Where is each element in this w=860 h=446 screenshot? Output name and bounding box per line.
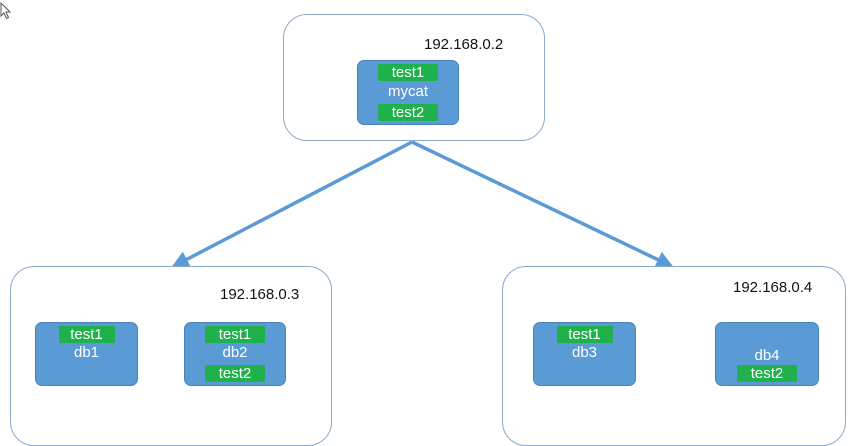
node-db4: db4 test2 <box>715 322 819 386</box>
tag-test1: test1 <box>205 326 265 343</box>
tag-test1: test1 <box>556 326 613 343</box>
node-mycat: test1 mycat test2 <box>357 60 459 125</box>
node-label-mycat: mycat <box>387 83 428 100</box>
mouse-cursor-icon <box>0 2 12 20</box>
tag-test2: test2 <box>205 365 265 382</box>
arrow-to-host-03 <box>171 140 413 268</box>
node-label-db3: db3 <box>571 344 598 361</box>
node-db2: test1 db2 test2 <box>184 322 286 386</box>
arrow-to-host-04 <box>411 140 674 268</box>
connection-arrows <box>171 140 674 268</box>
tag-test2: test2 <box>378 104 438 121</box>
host-mycat: 192.168.0.2 test1 mycat test2 <box>283 14 545 141</box>
host-192-168-0-3: 192.168.0.3 test1 db1 test1 db2 test2 <box>10 266 332 446</box>
node-db3: test1 db3 <box>533 322 636 386</box>
tag-test1: test1 <box>58 326 115 343</box>
node-label-db2: db2 <box>222 344 248 361</box>
ip-label: 192.168.0.3 <box>220 286 300 303</box>
tag-test2: test2 <box>737 365 797 382</box>
node-label-db1: db1 <box>73 344 100 361</box>
node-label-db4: db4 <box>754 347 780 364</box>
tag-test1: test1 <box>378 64 438 81</box>
host-192-168-0-4: 192.168.0.4 test1 db3 db4 test2 <box>502 266 846 446</box>
node-db1: test1 db1 <box>35 322 138 386</box>
ip-label: 192.168.0.4 <box>733 279 813 296</box>
ip-label: 192.168.0.2 <box>424 36 504 53</box>
